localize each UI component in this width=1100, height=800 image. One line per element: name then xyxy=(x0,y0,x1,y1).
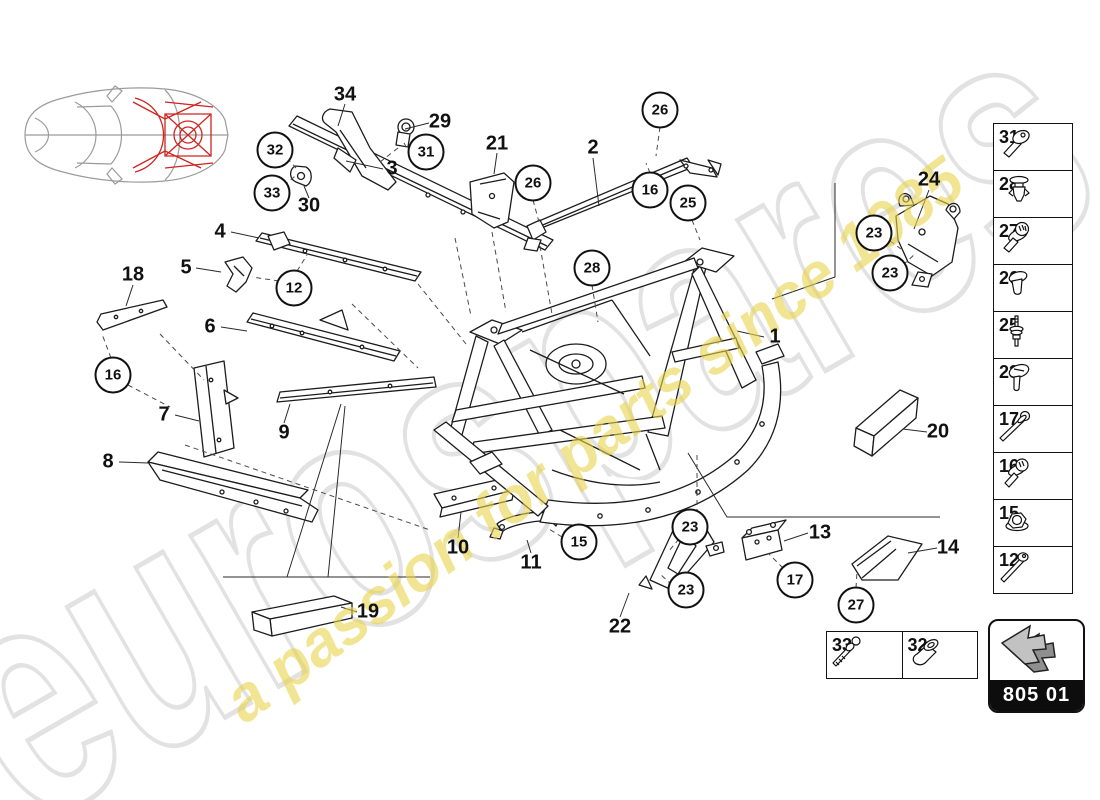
long-screw-icon xyxy=(1000,552,1029,583)
callout-26: 26 xyxy=(641,91,679,129)
callout-3: 3 xyxy=(386,157,398,180)
callout-28: 28 xyxy=(573,249,611,287)
part-code-box: 805 01 xyxy=(988,619,1085,713)
expansion-rivet-icon xyxy=(1008,175,1030,202)
legend-row-27: 27 xyxy=(994,218,1072,265)
part-drawing-rail-18 xyxy=(96,299,168,331)
callout-19: 19 xyxy=(356,600,380,623)
callout-30: 30 xyxy=(297,194,321,217)
callout-21: 21 xyxy=(485,132,509,155)
part-drawing-bracket-34 xyxy=(321,108,397,191)
flange-nut-icon xyxy=(1005,512,1029,532)
callout-20: 20 xyxy=(926,420,950,443)
plastic-plug-icon xyxy=(1008,271,1028,295)
part-drawing-beam-9 xyxy=(276,376,437,403)
car-top-view-inset xyxy=(24,85,229,185)
callout-23: 23 xyxy=(871,254,909,292)
knurled-washer-bolt-icon xyxy=(1003,221,1030,253)
callout-16: 16 xyxy=(94,356,132,394)
part-drawing-block-13 xyxy=(741,519,787,561)
callout-18: 18 xyxy=(121,263,145,286)
legend-row-28: 28 xyxy=(994,171,1072,218)
callout-8: 8 xyxy=(102,450,114,473)
callout-23: 23 xyxy=(667,571,705,609)
part-drawing-rail-4 xyxy=(255,231,422,282)
diagram-arrow-icon xyxy=(1000,624,1056,673)
part-drawing-rail-6 xyxy=(246,309,401,362)
callout-32: 32 xyxy=(256,131,294,169)
hardware-cell-32: 32 xyxy=(903,632,978,678)
legend-row-15: 15 xyxy=(994,500,1072,547)
callout-12: 12 xyxy=(275,269,313,307)
callout-11: 11 xyxy=(520,551,542,574)
legend-row-16: 16 xyxy=(994,453,1072,500)
rivet-icon xyxy=(832,636,861,667)
callout-23: 23 xyxy=(671,508,709,546)
callout-29: 29 xyxy=(428,110,452,133)
part-code-text: 805 01 xyxy=(1002,684,1071,706)
callout-9: 9 xyxy=(278,421,290,444)
part-drawing-panel-7 xyxy=(193,360,239,458)
flat-head-screw-icon xyxy=(1008,363,1030,392)
callout-15: 15 xyxy=(560,523,598,561)
part-drawing-bracket-24 xyxy=(895,192,961,288)
legend-row-23: 23 xyxy=(994,359,1072,406)
highlighted-rear-chassis xyxy=(132,97,214,173)
callout-26: 26 xyxy=(514,164,552,202)
callout-6: 6 xyxy=(204,315,216,338)
part-drawing-tube-19 xyxy=(251,595,353,637)
callout-7: 7 xyxy=(158,403,170,426)
callout-13: 13 xyxy=(808,521,832,544)
part-drawing-bracket-21 xyxy=(469,172,515,229)
legend-row-17: 17 xyxy=(994,406,1072,453)
dashed-leader-lines xyxy=(101,126,916,589)
callout-24: 24 xyxy=(917,168,941,191)
callout-4: 4 xyxy=(214,220,226,243)
callout-2: 2 xyxy=(587,136,599,159)
callout-5: 5 xyxy=(180,256,192,279)
callout-17: 17 xyxy=(776,561,814,599)
flange-bolt-icon xyxy=(1004,458,1029,488)
dome-head-screw-icon xyxy=(1003,129,1030,158)
leader-lines xyxy=(118,103,940,618)
callout-31: 31 xyxy=(407,133,445,171)
threaded-sleeve-icon xyxy=(912,638,938,666)
hardware-box: 33 32 xyxy=(826,631,978,679)
callout-23: 23 xyxy=(855,214,893,252)
part-drawing-sill-8 xyxy=(147,451,319,523)
callout-34: 34 xyxy=(333,83,357,106)
fastener-legend-sidebar: 31 28 27 26 25 xyxy=(993,123,1073,594)
legend-row-25: 25 xyxy=(994,312,1072,359)
callout-1: 1 xyxy=(769,325,781,348)
part-drawing-clamp-30 xyxy=(289,165,312,187)
legend-row-31: 31 xyxy=(994,124,1072,171)
legend-row-26: 26 xyxy=(994,265,1072,312)
part-drawing-block-20 xyxy=(853,389,919,457)
callout-27: 27 xyxy=(837,586,875,624)
part-code-band: 805 01 xyxy=(990,680,1083,711)
stud-with-washers-icon xyxy=(1009,315,1024,347)
callout-10: 10 xyxy=(446,536,470,559)
callout-16: 16 xyxy=(631,171,669,209)
callout-22: 22 xyxy=(608,615,632,638)
part-drawing-wedge-14 xyxy=(851,535,923,581)
hardware-cell-33: 33 xyxy=(827,632,903,678)
callout-25: 25 xyxy=(669,184,707,222)
callout-14: 14 xyxy=(936,536,960,559)
legend-row-12: 12 xyxy=(994,547,1072,593)
long-bolt-icon xyxy=(999,410,1031,442)
part-drawing-bracket-5 xyxy=(224,256,253,293)
callout-33: 33 xyxy=(253,174,291,212)
